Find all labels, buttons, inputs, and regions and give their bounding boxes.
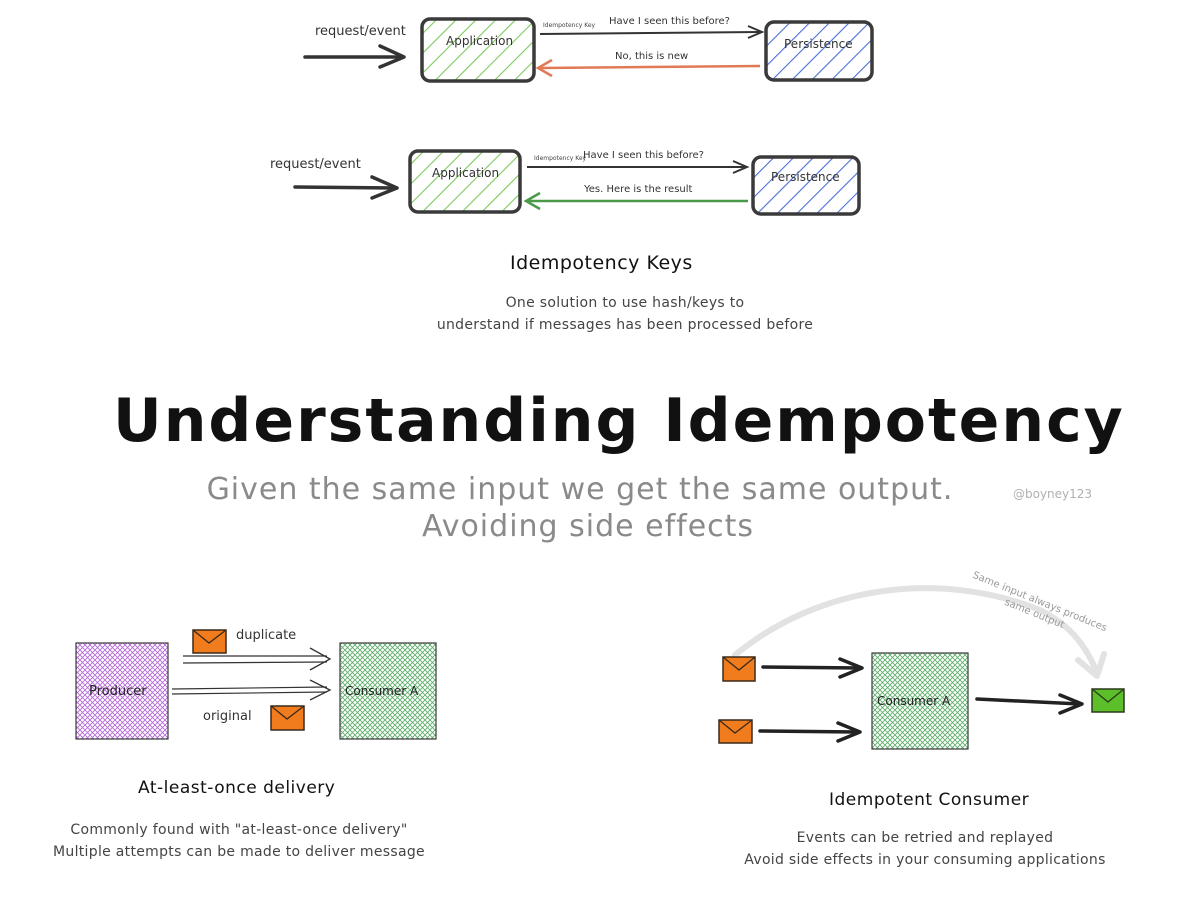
consumer-a-box-right <box>871 652 969 750</box>
envelope-icon <box>718 719 753 744</box>
delivery-group <box>75 629 437 740</box>
diagram1-group <box>303 17 874 83</box>
diagram2-question-arrow <box>527 160 750 174</box>
input-arrow-top <box>761 657 864 679</box>
diagram2-answer-arrow <box>523 191 748 211</box>
diagram1-question-arrow <box>539 25 765 39</box>
consumer-a-label-left: Consumer A <box>345 684 419 698</box>
original-label: original <box>203 709 252 724</box>
diagram1-answer-label: No, this is new <box>615 51 689 62</box>
diagram1-input-arrow <box>303 44 406 69</box>
delivery-desc-line2: Multiple attempts can be made to deliver… <box>53 844 425 860</box>
producer-label: Producer <box>89 684 147 699</box>
diagram1-answer-arrow <box>535 58 761 78</box>
diagram1-application-label: Application <box>446 34 514 48</box>
producer-box <box>75 642 169 740</box>
consumer-a-box-left <box>339 642 437 740</box>
author-handle: @boyney123 <box>1013 487 1093 501</box>
diagram2-input-label: request/event <box>270 157 361 172</box>
diagram2-key-label: Idempotency Key <box>534 155 587 162</box>
diagram2-persistence-box <box>751 155 861 216</box>
diagram2-persistence-label: Persistence <box>771 170 840 184</box>
output-arrow <box>975 693 1084 715</box>
delivery-desc-line1: Commonly found with "at-least-once deliv… <box>70 822 408 838</box>
delivery-title: At-least-once delivery <box>138 778 336 798</box>
envelope-icon <box>1091 688 1125 713</box>
same-output-arc <box>732 585 1107 679</box>
duplicate-label: duplicate <box>236 628 297 643</box>
page-title: Understanding Idempotency <box>113 386 1125 456</box>
duplicate-arrow <box>182 647 332 671</box>
diagram2-question-label: Have I seen this before? <box>583 150 704 161</box>
keys-section-desc-line2: understand if messages has been processe… <box>436 317 814 333</box>
envelope-icon <box>270 705 305 731</box>
diagram1-question-label: Have I seen this before? <box>609 16 730 27</box>
diagram2-answer-label: Yes. Here is the result <box>584 184 693 195</box>
diagram2-application-label: Application <box>432 166 500 180</box>
diagram2-input-arrow <box>293 175 399 200</box>
idempotent-desc-line2: Avoid side effects in your consuming app… <box>744 852 1106 868</box>
keys-section-desc-line1: One solution to use hash/keys to <box>505 295 745 311</box>
page-subtitle-line1: Given the same input we get the same out… <box>206 472 954 507</box>
envelope-icon <box>192 629 227 654</box>
diagram1-input-label: request/event <box>315 24 406 39</box>
diagram1-persistence-box <box>764 20 874 82</box>
idempotent-consumer-title: Idempotent Consumer <box>829 790 1030 810</box>
diagram1-key-label: Idempotency Key <box>543 22 596 29</box>
diagram1-persistence-label: Persistence <box>784 37 853 51</box>
diagram2-group <box>293 149 861 216</box>
original-arrow <box>171 679 332 701</box>
diagram2-application-box <box>408 149 522 214</box>
keys-section-title: Idempotency Keys <box>510 252 693 274</box>
envelope-icon <box>722 656 756 682</box>
consumer-a-label-right: Consumer A <box>877 694 951 708</box>
idempotent-group <box>718 585 1125 750</box>
diagram1-application-box <box>420 17 536 83</box>
page-subtitle-line2: Avoiding side effects <box>421 509 755 544</box>
input-arrow-bottom <box>758 721 862 743</box>
idempotent-desc-line1: Events can be retried and replayed <box>796 830 1054 846</box>
